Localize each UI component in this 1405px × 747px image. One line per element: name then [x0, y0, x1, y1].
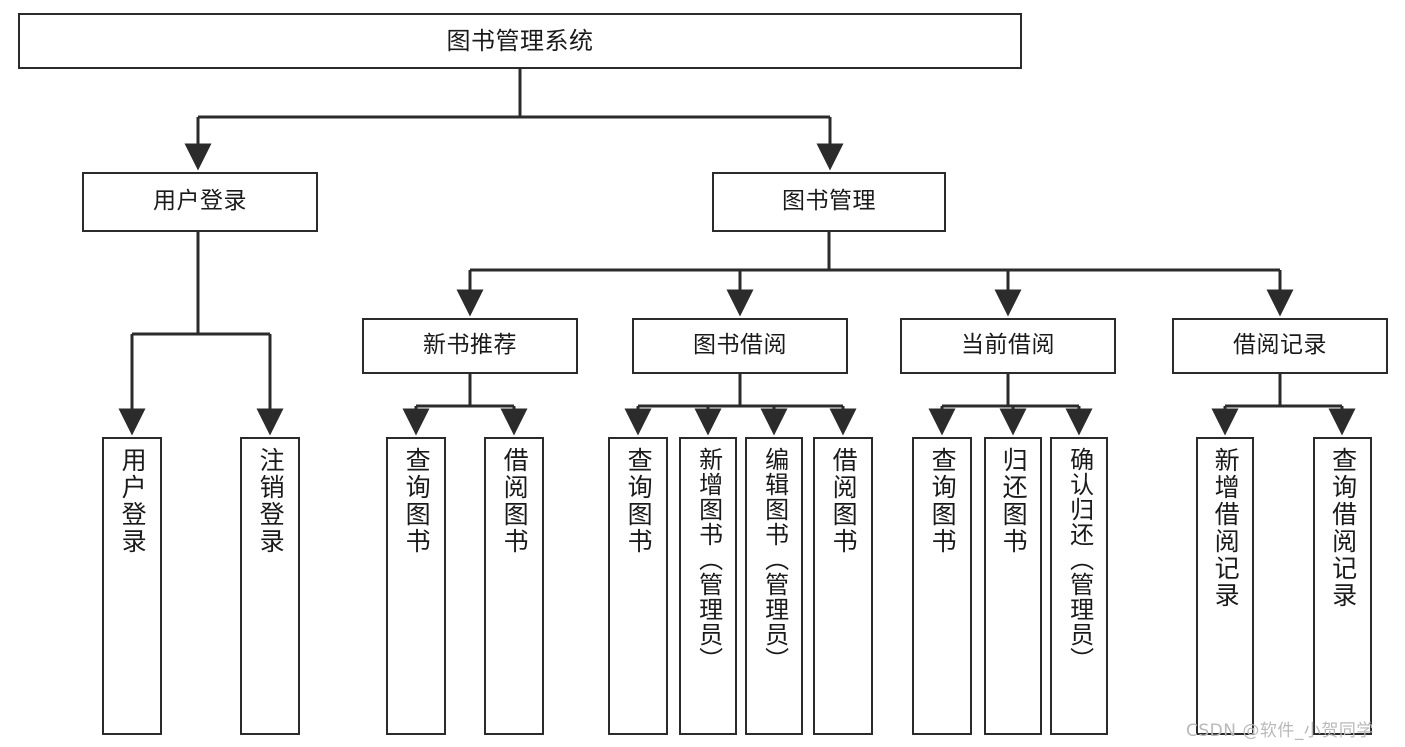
node-leaf-return-book[interactable]: 归还图书: [984, 437, 1042, 735]
node-borrow-record[interactable]: 借阅记录: [1172, 318, 1388, 374]
node-leaf-confirm-return-admin[interactable]: 确认归还（管理员）: [1050, 437, 1108, 735]
node-label: 借阅记录: [1233, 332, 1327, 359]
node-label: 确认归还（管理员）: [1065, 447, 1094, 672]
node-leaf-query-borrow-record[interactable]: 查询借阅记录: [1313, 437, 1372, 735]
node-label: 注销登录: [256, 447, 286, 555]
node-label: 借阅图书: [500, 447, 530, 555]
node-label: 用户登录: [118, 447, 148, 555]
node-label: 借阅图书: [829, 447, 859, 555]
node-leaf-query-book-rec[interactable]: 查询图书: [386, 437, 446, 735]
node-label: 新增借阅记录: [1211, 447, 1241, 609]
node-leaf-add-book-admin[interactable]: 新增图书（管理员）: [679, 437, 737, 735]
node-leaf-add-borrow-record[interactable]: 新增借阅记录: [1196, 437, 1254, 735]
node-label: 编辑图书（管理员）: [760, 447, 789, 672]
node-leaf-user-login[interactable]: 用户登录: [102, 437, 162, 735]
watermark: CSDN @软件_小贺同学: [1186, 721, 1374, 741]
node-label: 新书推荐: [423, 332, 517, 359]
node-label: 图书管理系统: [446, 26, 594, 55]
node-leaf-edit-book-admin[interactable]: 编辑图书（管理员）: [745, 437, 803, 735]
node-leaf-logout[interactable]: 注销登录: [240, 437, 300, 735]
node-label: 用户登录: [153, 188, 247, 215]
node-user-login[interactable]: 用户登录: [82, 172, 318, 232]
node-leaf-query-book-borrow[interactable]: 查询图书: [608, 437, 668, 735]
node-label: 图书管理: [782, 188, 876, 215]
node-label: 新增图书（管理员）: [694, 447, 723, 672]
node-leaf-borrow-book-rec[interactable]: 借阅图书: [484, 437, 544, 735]
node-book-borrow[interactable]: 图书借阅: [632, 318, 848, 374]
node-label: 查询图书: [402, 447, 432, 555]
node-label: 查询图书: [928, 447, 958, 555]
node-label: 归还图书: [999, 447, 1029, 555]
node-current-borrow[interactable]: 当前借阅: [900, 318, 1116, 374]
node-book-manage[interactable]: 图书管理: [712, 172, 946, 232]
node-label: 当前借阅: [961, 332, 1055, 359]
node-leaf-borrow-book[interactable]: 借阅图书: [813, 437, 873, 735]
node-label: 查询图书: [624, 447, 654, 555]
node-label: 图书借阅: [693, 332, 787, 359]
node-leaf-query-book-current[interactable]: 查询图书: [912, 437, 972, 735]
node-root[interactable]: 图书管理系统: [18, 13, 1022, 69]
node-new-book-recommend[interactable]: 新书推荐: [362, 318, 578, 374]
node-label: 查询借阅记录: [1328, 447, 1358, 609]
